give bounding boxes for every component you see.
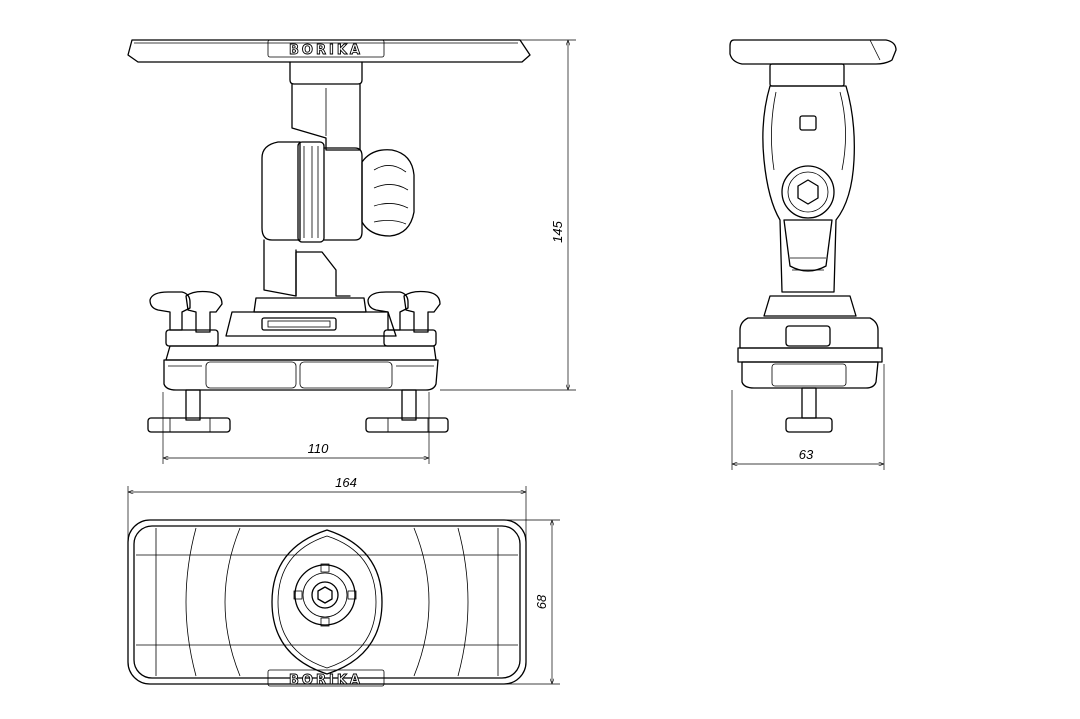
dimension-base-width: 110 — [162, 392, 430, 464]
front-view: BORIKA — [127, 39, 531, 433]
dimension-side-width-label: 63 — [799, 447, 814, 462]
dimension-top-width-label: 68 — [534, 594, 549, 609]
dimension-height: 145 — [440, 39, 576, 391]
dimension-top-length: 164 — [127, 475, 527, 560]
dimension-top-width: 68 — [500, 519, 560, 685]
front-view-logo: BORIKA — [289, 43, 363, 58]
side-view — [729, 39, 897, 433]
dimension-side-width: 63 — [731, 364, 885, 470]
dimension-height-label: 145 — [550, 220, 565, 242]
top-view: BORIKA — [127, 519, 527, 688]
dimension-base-width-label: 110 — [308, 441, 329, 456]
top-view-logo: BORIKA — [289, 673, 363, 688]
dimension-top-length-label: 164 — [335, 475, 357, 490]
